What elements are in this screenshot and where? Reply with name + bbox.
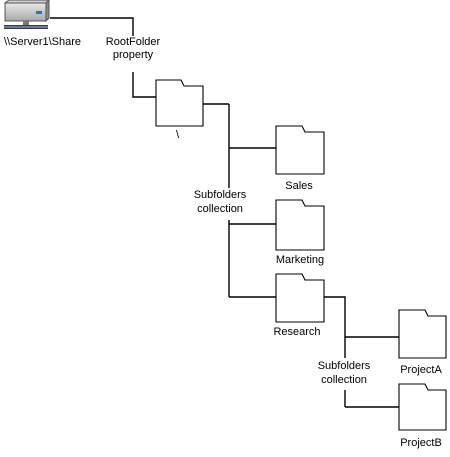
connector-lines: [50, 17, 399, 408]
projectb-folder-icon: [398, 383, 447, 431]
folder-label-research: Research: [273, 326, 321, 338]
sales-folder-icon: [275, 125, 325, 175]
marketing-folder-icon: [275, 199, 325, 251]
projecta-folder-icon: [398, 309, 447, 359]
subfolders-collection-label-2-line1: Subfolders: [317, 360, 371, 372]
folder-label-projecta: ProjectA: [400, 364, 442, 376]
folder-label-sales: Sales: [285, 180, 313, 192]
research-to-subfolders2-line: [324, 296, 346, 358]
root-folder-label: \: [176, 129, 180, 141]
subfolders-collection-label-2-line2: collection: [321, 374, 367, 386]
rootfolder-property-label-line1: RootFolder: [105, 36, 161, 48]
research-folder-icon: [275, 273, 325, 323]
rootfolder-to-root-line: [132, 72, 156, 98]
server-icon: [3, 0, 50, 29]
root-folder-icon: [155, 79, 204, 127]
server-share-label: \\Server1\Share: [4, 36, 82, 48]
server-to-rootfolder-line: [50, 17, 134, 36]
subfolders-collection-label-1-line2: collection: [197, 203, 243, 215]
folder-label-projectb: ProjectB: [400, 437, 442, 449]
rootfolder-property-label-line2: property: [112, 49, 154, 61]
folder-label-marketing: Marketing: [275, 254, 325, 266]
subfolders-collection-label-1-line1: Subfolders: [193, 189, 247, 201]
